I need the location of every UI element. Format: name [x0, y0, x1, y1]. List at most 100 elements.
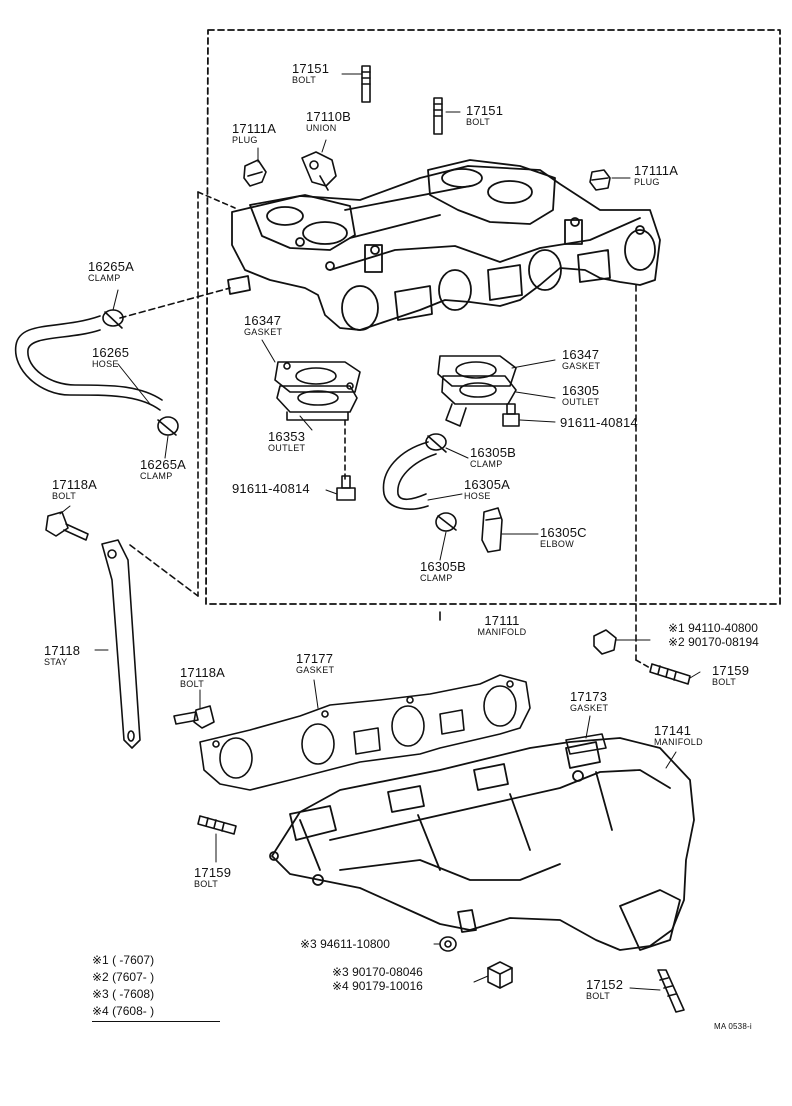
- label-17159-right: 17159 BOLT: [712, 664, 749, 687]
- applicability-legend: ※1 ( -7607) ※2 (7607- ) ※3 ( -7608) ※4 (…: [92, 952, 154, 1020]
- part-number: 91611-40814: [560, 415, 638, 430]
- hose-16265: [14, 315, 163, 411]
- part-number: 17141: [654, 723, 692, 738]
- plug-17111a-left: [243, 159, 267, 187]
- part-name: UNION: [306, 123, 337, 133]
- outlet-16353: [276, 385, 358, 421]
- label-17111a-right: 17111A PLUG: [634, 164, 678, 187]
- part-number: 16347: [562, 347, 600, 362]
- label-16347-right: 16347 GASKET: [562, 348, 600, 371]
- part-name: BOLT: [194, 879, 219, 889]
- clamp-16265a-top: [102, 309, 124, 329]
- part-number: 17111: [484, 613, 520, 628]
- part-name: GASKET: [244, 327, 283, 337]
- stud-17152: [657, 969, 685, 1013]
- part-number: 17111A: [232, 121, 277, 136]
- part-name: CLAMP: [420, 573, 453, 583]
- label-16265a-top: 16265A CLAMP: [88, 260, 134, 283]
- part-number: 17111A: [634, 163, 679, 178]
- callout-nut-3: ※3 90170-08046: [332, 965, 423, 979]
- label-91611-40814-left: 91611-40814: [232, 482, 310, 495]
- part-number: 16265A: [88, 259, 135, 274]
- legend-row: ※4 (7608- ): [92, 1004, 155, 1018]
- label-16265a-bottom: 16265A CLAMP: [140, 458, 186, 481]
- label-17111: 17111 MANIFOLD: [460, 614, 544, 637]
- part-number: 16347: [244, 313, 282, 328]
- label-91611-40814-right: 91611-40814: [560, 416, 638, 429]
- part-name: BOLT: [712, 677, 737, 687]
- elbow-16305c: [481, 507, 503, 553]
- legend-row: ※2 (7607- ): [92, 970, 155, 984]
- part-number: 17151: [292, 61, 330, 76]
- drawing-reference-code: MA 0538-i: [714, 1022, 752, 1031]
- label-17151-top: 17151 BOLT: [292, 62, 329, 85]
- part-number: 17177: [296, 651, 334, 666]
- part-name: PLUG: [634, 177, 660, 187]
- part-name: BOLT: [52, 491, 77, 501]
- part-number: 17110B: [306, 109, 352, 124]
- plug-17111a-right: [589, 169, 611, 191]
- callout-nut-1: ※1 94110-40800: [668, 621, 758, 635]
- part-number: 17118A: [180, 665, 226, 680]
- lower-manifold: [269, 737, 695, 951]
- label-16305: 16305 OUTLET: [562, 384, 599, 407]
- stay-17118: [101, 539, 141, 749]
- assembly-frame: [205, 29, 781, 605]
- part-name: OUTLET: [562, 397, 600, 407]
- callout-washer-3: ※3 94611-10800: [300, 937, 390, 951]
- part-number: 17173: [570, 689, 608, 704]
- hose-16305a: [382, 441, 437, 510]
- bolt-17118a-mid: [173, 705, 215, 729]
- stud-17159-left: [197, 815, 237, 835]
- upper-manifold: [227, 159, 661, 331]
- part-name: HOSE: [92, 359, 119, 369]
- part-name: PLUG: [232, 135, 258, 145]
- label-17141: 17141 MANIFOLD: [654, 724, 703, 747]
- callout-nut-4: ※4 90179-10016: [332, 979, 423, 993]
- part-number: 16305B: [420, 559, 467, 574]
- nut-90170-08046: [487, 961, 513, 989]
- label-17118a-mid: 17118A BOLT: [180, 666, 225, 689]
- part-number: 16305: [562, 383, 600, 398]
- bolt-17118a-top: [45, 511, 89, 541]
- part-name: GASKET: [570, 703, 609, 713]
- part-name: CLAMP: [140, 471, 173, 481]
- part-name: CLAMP: [470, 459, 503, 469]
- clamp-16265a-bottom: [157, 416, 179, 436]
- part-number: 17159: [194, 865, 232, 880]
- part-number: 16305A: [464, 477, 511, 492]
- label-16305c: 16305C ELBOW: [540, 526, 587, 549]
- part-name: GASKET: [562, 361, 601, 371]
- part-number: 16265: [92, 345, 130, 360]
- clamp-16305b-top: [425, 433, 447, 453]
- label-16353: 16353 OUTLET: [268, 430, 305, 453]
- part-name: MANIFOLD: [477, 627, 527, 637]
- label-17111a-left: 17111A PLUG: [232, 122, 276, 145]
- label-16305b-top: 16305B CLAMP: [470, 446, 516, 469]
- stud-bolt-17151-right: [433, 97, 443, 135]
- part-name: ELBOW: [540, 539, 575, 549]
- part-number: 17159: [712, 663, 750, 678]
- label-16305a: 16305A HOSE: [464, 478, 510, 501]
- gasket-16347-right: [437, 355, 517, 387]
- callout-nut-2: ※2 90170-08194: [668, 635, 759, 649]
- part-name: CLAMP: [88, 273, 121, 283]
- label-16347-left: 16347 GASKET: [244, 314, 282, 337]
- part-name: OUTLET: [268, 443, 306, 453]
- part-number: 16353: [268, 429, 306, 444]
- label-16305b-bottom: 16305B CLAMP: [420, 560, 466, 583]
- part-number: 16305C: [540, 525, 587, 540]
- part-name: BOLT: [180, 679, 205, 689]
- gasket-17173: [565, 733, 607, 755]
- washer-94611-10800: [439, 936, 457, 952]
- part-number: 17118A: [52, 477, 98, 492]
- bolt-91611-40814-left: [336, 475, 356, 501]
- legend-row: ※3 ( -7608): [92, 987, 155, 1001]
- label-17177: 17177 GASKET: [296, 652, 334, 675]
- part-number: 17152: [586, 977, 624, 992]
- part-name: BOLT: [586, 991, 611, 1001]
- part-name: HOSE: [464, 491, 491, 501]
- bolt-91611-40814-right: [502, 403, 520, 427]
- stud-17159-right: [649, 663, 691, 685]
